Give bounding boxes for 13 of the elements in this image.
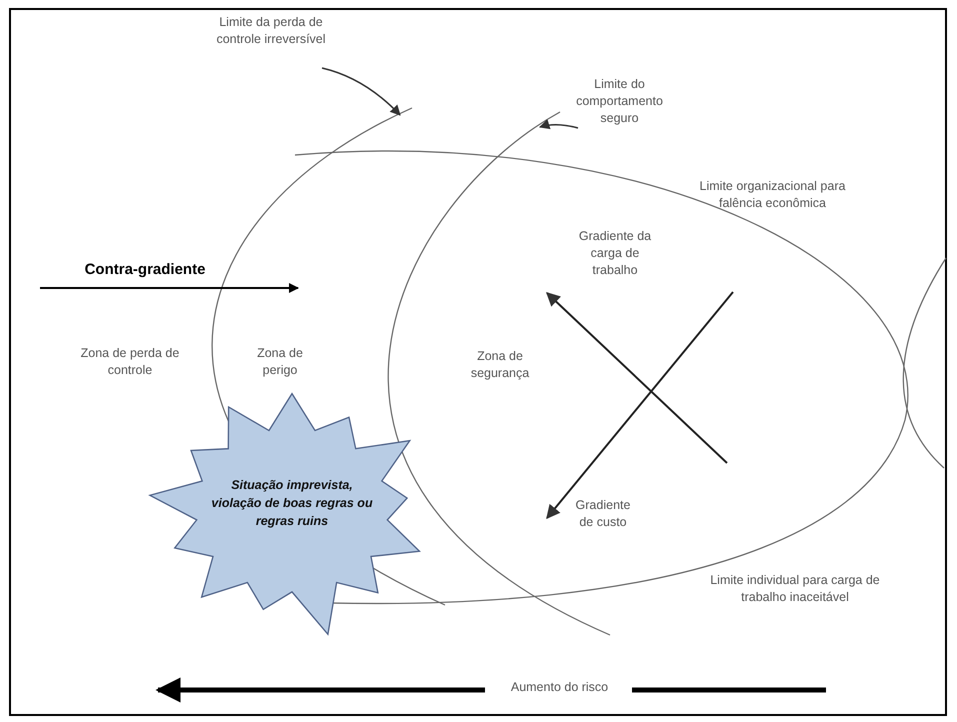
zone-label: Zona de perigo <box>256 345 304 379</box>
zone-label: Zona de segurança <box>470 348 530 382</box>
boundary-label: Limite do comportamento seguro <box>567 76 672 127</box>
zone-label: Zona de perda de controle <box>80 345 180 379</box>
leader-arrow <box>539 119 578 130</box>
zone-label: Gradiente da carga de trabalho <box>578 228 652 279</box>
arrow-label: Contra-gradiente <box>84 260 206 280</box>
zone-label: Limite organizacional para falência econômica <box>698 178 846 212</box>
boundary-label: Limite da perda de controle irreversível <box>215 14 327 48</box>
zone-label: Limite individual para carga de trabalho inaceitável <box>709 572 881 606</box>
starburst-text: Situação imprevista, violação de boas regras ou regras ruins <box>210 477 374 530</box>
leader-arrow <box>322 67 401 116</box>
zone-label: Gradiente de custo <box>574 497 632 531</box>
